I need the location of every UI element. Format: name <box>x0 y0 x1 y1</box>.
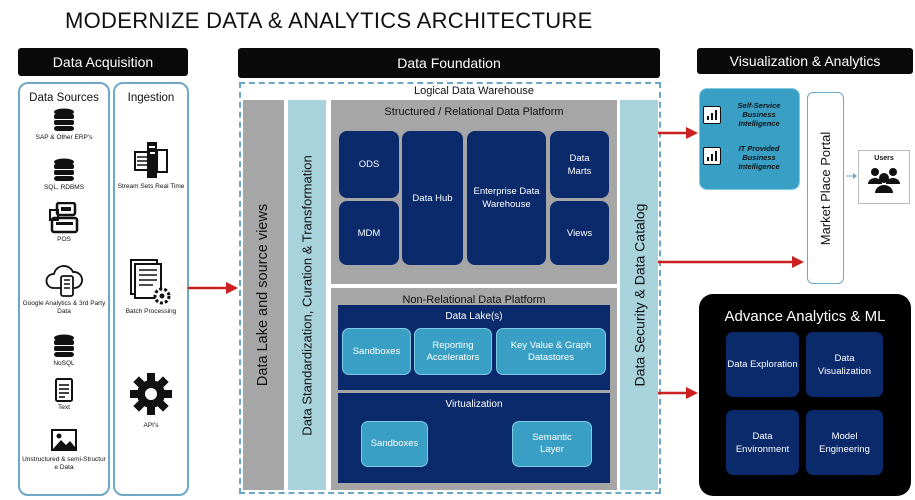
arrow-to-foundation <box>188 282 238 294</box>
security-label: Data Security & Data Catalog <box>631 203 647 387</box>
source-unstructured: Unstructured & semi-Structur e Data <box>22 428 106 472</box>
source-nosql: NoSQL <box>22 334 106 368</box>
source-text-label: Text <box>58 404 70 411</box>
nonrelational-label: Non-Relational Data Platform <box>402 294 546 306</box>
source-sql: SQL, RDBMS <box>22 158 106 192</box>
bi-self-service: Self-Service Business Intelligence <box>737 101 781 128</box>
lake-views-bar: Data Lake and source views <box>243 100 284 490</box>
mdm-box: MDM <box>339 201 399 265</box>
ml-data-exploration: Data Exploration <box>726 332 799 397</box>
gear-icon <box>130 373 172 415</box>
document-icon <box>55 378 73 402</box>
arrow-to-ml <box>658 387 698 399</box>
ingestion-api-label: API's <box>143 422 159 429</box>
standardization-bar: Data Standardization, Curation & Transfo… <box>288 100 326 490</box>
ods-box: ODS <box>339 131 399 198</box>
source-nosql-label: NoSQL <box>53 360 75 367</box>
source-sql-label: SQL, RDBMS <box>43 184 85 191</box>
ingestion-stream-label: Stream Sets Real Time <box>117 183 185 190</box>
visualization-analytics-header: Visualization & Analytics <box>697 48 913 74</box>
stream-icon <box>134 142 168 178</box>
chart-icon <box>703 147 721 165</box>
market-place-portal: Market Place Portal <box>807 92 844 284</box>
portal-label: Market Place Portal <box>818 131 833 245</box>
ingestion-batch: Batch Processing <box>115 258 187 316</box>
ingestion-batch-label: Batch Processing <box>125 308 177 315</box>
reporting-accelerators: Reporting Accelerators <box>414 328 492 375</box>
ingestion-panel: Ingestion <box>113 82 189 496</box>
data-hub-box: Data Hub <box>402 131 463 265</box>
data-acquisition-header: Data Acquisition <box>18 48 188 76</box>
database-icon <box>54 108 74 131</box>
source-text: Text <box>22 378 106 412</box>
ingestion-stream: Stream Sets Real Time <box>115 140 187 191</box>
standardization-label: Data Standardization, Curation & Transfo… <box>299 154 315 436</box>
lake-views-label: Data Lake and source views <box>255 203 272 387</box>
security-bar: Data Security & Data Catalog <box>620 100 658 490</box>
page-title: MODERNIZE DATA & ANALYTICS ARCHITECTURE <box>65 8 593 33</box>
bi-box <box>699 88 800 190</box>
database-icon <box>54 158 74 181</box>
users-label: Users <box>874 155 894 162</box>
views-box: Views <box>550 201 609 265</box>
ml-model-engineering: Model Engineering <box>806 410 883 475</box>
logical-dw-label: Logical Data Warehouse <box>413 85 535 97</box>
image-icon <box>51 429 77 451</box>
source-pos-label: POS <box>57 236 71 243</box>
edw-box: Enterprise Data Warehouse <box>467 131 546 265</box>
advanced-title: Advance Analytics & ML <box>724 308 886 325</box>
ml-data-environment: Data Environment <box>726 410 799 475</box>
key-value-graph: Key Value & Graph Datastores <box>496 328 606 375</box>
arrow-to-bi <box>658 127 698 139</box>
virtualization-label: Virtualization <box>445 399 503 410</box>
data-marts-box: Data Marts <box>550 131 609 198</box>
users-box: Users <box>858 150 910 204</box>
virt-sandboxes: Sandboxes <box>361 421 428 467</box>
cloud-phone-icon <box>45 265 83 297</box>
source-sap: SAP & Other ERP's <box>22 108 106 142</box>
chart-icon <box>703 106 721 124</box>
arrow-to-users <box>846 173 857 179</box>
batch-gear-icon <box>130 259 171 305</box>
pos-terminal-icon <box>49 202 79 234</box>
arrow-to-portal <box>658 256 804 268</box>
structured-label: Structured / Relational Data Platform <box>384 106 564 118</box>
source-sap-label: SAP & Other ERP's <box>35 134 93 141</box>
data-lake-label: Data Lake(s) <box>445 311 503 322</box>
database-icon <box>54 334 74 357</box>
source-google: Google Analytics & 3rd Party Data <box>22 262 106 316</box>
users-icon <box>868 168 900 193</box>
lake-sandboxes: Sandboxes <box>342 328 411 375</box>
source-unstructured-label: Unstructured & semi-Structur e Data <box>22 456 106 471</box>
data-sources-label: Data Sources <box>29 92 99 104</box>
bi-it-provided: IT Provided Business Intelligence <box>738 144 780 171</box>
ml-data-visualization: Data Visualization <box>806 332 883 397</box>
data-foundation-header: Data Foundation <box>238 48 660 78</box>
semantic-layer: Semantic Layer <box>512 421 592 467</box>
ingestion-label: Ingestion <box>127 92 175 104</box>
source-google-label: Google Analytics & 3rd Party Data <box>22 300 106 315</box>
ingestion-api: API's <box>115 372 187 430</box>
source-pos: POS <box>22 202 106 244</box>
data-sources-panel: Data Sources <box>18 82 110 496</box>
